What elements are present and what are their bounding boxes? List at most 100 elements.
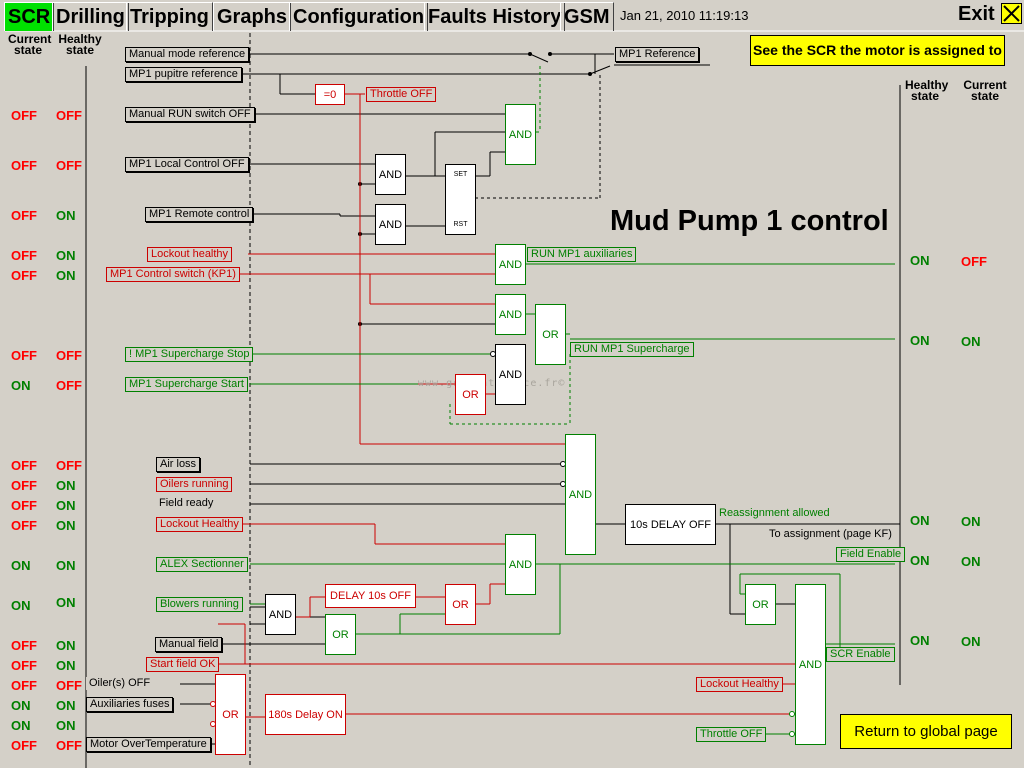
input-alex-sectionner: ALEX Sectionner: [156, 557, 248, 572]
left-current-state-header: Current state: [8, 32, 52, 57]
current-state: OFF: [11, 458, 37, 473]
current-state: OFF: [11, 478, 37, 493]
current-state: OFF: [11, 638, 37, 653]
current-state: OFF: [11, 158, 37, 173]
input-auxiliaries-fuses: Auxiliaries fuses: [86, 697, 174, 712]
current-state: ON: [11, 698, 31, 713]
healthy-state: OFF: [56, 738, 82, 753]
tab-tripping[interactable]: Tripping: [126, 2, 213, 31]
and-gate: AND: [495, 344, 526, 405]
input-mp1-supercharge-stop: ! MP1 Supercharge Stop: [125, 347, 254, 362]
current-state: ON: [961, 514, 981, 529]
exit-button[interactable]: Exit: [958, 3, 995, 25]
current-state: OFF: [11, 208, 37, 223]
input-mp1-pupitre-reference: MP1 pupitre reference: [125, 67, 242, 82]
healthy-state: ON: [56, 268, 76, 283]
tab-faults-history[interactable]: Faults History: [424, 2, 566, 31]
tab-configuration[interactable]: Configuration: [289, 2, 429, 31]
current-state: ON: [11, 598, 31, 613]
current-state: OFF: [11, 518, 37, 533]
or-gate: OR: [325, 614, 356, 655]
healthy-state: OFF: [56, 458, 82, 473]
input-blowers-running: Blowers running: [156, 597, 243, 612]
output-scr-enable: SCR Enable: [826, 647, 895, 662]
input-lockout-healthy-3: Lockout Healthy: [696, 677, 783, 692]
healthy-state: ON: [910, 253, 930, 268]
healthy-state: ON: [910, 553, 930, 568]
and-gate: AND: [375, 204, 406, 245]
healthy-state: ON: [910, 333, 930, 348]
current-state: OFF: [11, 678, 37, 693]
output-run-mp1-supercharge: RUN MP1 Supercharge: [570, 342, 694, 357]
input-air-loss: Air loss: [156, 457, 201, 472]
healthy-state: OFF: [56, 378, 82, 393]
current-state: ON: [11, 378, 31, 393]
healthy-state: ON: [56, 638, 76, 653]
right-current-state-header: Current state: [963, 78, 1007, 103]
and-gate: AND: [495, 244, 526, 285]
healthy-state: ON: [56, 478, 76, 493]
watermark: www.gsmaintenance.fr©: [418, 378, 566, 389]
current-state: OFF: [11, 108, 37, 123]
delay-10s-off-timer: DELAY 10s OFF: [325, 584, 416, 608]
or-gate: OR: [215, 674, 246, 755]
equals-zero-gate: =0: [315, 84, 345, 105]
set-label: SET: [453, 171, 468, 178]
right-healthy-state-header: Healthy state: [905, 78, 949, 103]
healthy-state: ON: [56, 595, 76, 610]
healthy-state: ON: [56, 248, 76, 263]
close-icon[interactable]: [1001, 3, 1022, 24]
output-run-mp1-auxiliaries: RUN MP1 auxiliaries: [527, 247, 637, 262]
tab-scr[interactable]: SCR: [4, 2, 55, 31]
input-field-ready: Field ready: [156, 497, 217, 510]
or-gate: OR: [445, 584, 476, 625]
input-oilers-running: Oilers running: [156, 477, 233, 492]
healthy-state: ON: [56, 718, 76, 733]
input-mp1-remote-control: MP1 Remote control: [145, 207, 254, 222]
reset-label: RST: [453, 221, 468, 228]
see-scr-button[interactable]: See the SCR the motor is assigned to: [750, 35, 1005, 66]
current-state: ON: [961, 554, 981, 569]
input-manual-mode-reference: Manual mode reference: [125, 47, 250, 62]
and-gate: AND: [375, 154, 406, 195]
output-field-enable: Field Enable: [836, 547, 906, 562]
input-oilers-off: Oiler(s) OFF: [86, 677, 154, 690]
input-lockout-healthy: Lockout healthy: [147, 247, 233, 262]
and-gate: AND: [505, 104, 536, 165]
current-state: OFF: [11, 498, 37, 513]
healthy-state: OFF: [56, 678, 82, 693]
tab-gsm[interactable]: GSM: [560, 2, 614, 31]
current-state: ON: [11, 718, 31, 733]
input-mp1-supercharge-start: MP1 Supercharge Start: [125, 377, 248, 392]
current-state: OFF: [11, 248, 37, 263]
return-to-global-page-button[interactable]: Return to global page: [840, 714, 1012, 749]
input-motor-overtemperature: Motor OverTemperature: [86, 737, 211, 752]
input-manual-field: Manual field: [155, 637, 223, 652]
and-gate: AND: [265, 594, 296, 635]
delay-10s-off-block: 10s DELAY OFF: [625, 504, 716, 545]
current-state: OFF: [11, 738, 37, 753]
healthy-state: ON: [56, 558, 76, 573]
current-state: ON: [961, 334, 981, 349]
tab-drilling[interactable]: Drilling: [52, 2, 129, 31]
tab-graphs[interactable]: Graphs: [213, 2, 292, 31]
healthy-state: OFF: [56, 348, 82, 363]
healthy-state: OFF: [56, 158, 82, 173]
datetime: Jan 21, 2010 11:19:13: [620, 8, 749, 23]
healthy-state: ON: [56, 518, 76, 533]
output-mp1-reference: MP1 Reference: [615, 47, 700, 62]
output-to-assignment: To assignment (page KF): [769, 528, 892, 540]
current-state: OFF: [11, 658, 37, 673]
input-manual-run-switch: Manual RUN switch OFF: [125, 107, 255, 122]
input-throttle-off: Throttle OFF: [696, 727, 767, 742]
tab-bar: SCR Drilling Tripping Graphs Configurati…: [0, 0, 1024, 32]
and-gate: AND: [795, 584, 826, 745]
healthy-state: ON: [910, 513, 930, 528]
input-mp1-local-control: MP1 Local Control OFF: [125, 157, 249, 172]
input-lockout-healthy-2: Lockout Healthy: [156, 517, 243, 532]
or-gate: OR: [535, 304, 566, 365]
healthy-state: ON: [56, 208, 76, 223]
input-start-field-ok: Start field OK: [146, 657, 220, 672]
page-title: Mud Pump 1 control: [610, 205, 889, 237]
